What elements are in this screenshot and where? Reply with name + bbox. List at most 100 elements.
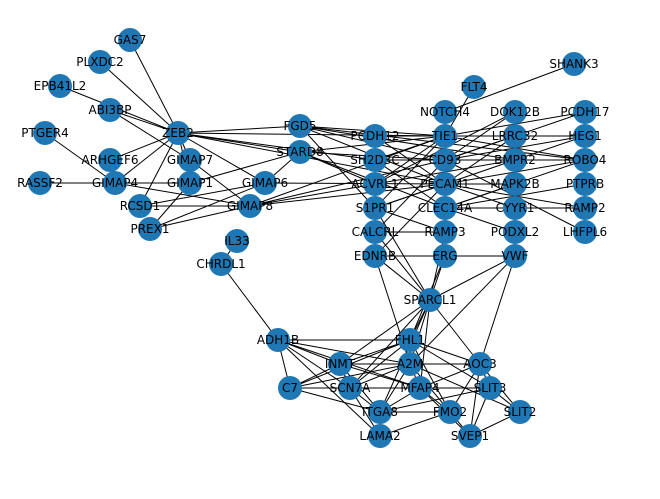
node-pcdh12[interactable] [363, 124, 387, 148]
node-gimap6[interactable] [253, 171, 277, 195]
edge-ptger4-gimap4 [44, 132, 116, 184]
node-lrrc32[interactable] [503, 124, 527, 148]
node-acvrl1[interactable] [363, 172, 387, 196]
node-epb41l2[interactable] [48, 74, 72, 98]
node-abi3bp[interactable] [98, 98, 122, 122]
node-label-ramp2: RAMP2 [564, 201, 605, 215]
node-rcsd1[interactable] [128, 194, 152, 218]
node-stard8[interactable] [288, 140, 312, 164]
node-tie1[interactable] [433, 124, 457, 148]
edge-sparcl1-mfap4 [419, 299, 431, 389]
edge-gimap8-acvrl1 [249, 183, 376, 207]
node-mfap4[interactable] [408, 376, 432, 400]
edge-s1pr1-sparcl1 [374, 207, 431, 301]
edge-pecam1-s1pr1 [374, 183, 446, 209]
node-sh2d3c[interactable] [363, 148, 387, 172]
node-scn7a[interactable] [338, 376, 362, 400]
node-arhgef6[interactable] [98, 148, 122, 172]
node-c7[interactable] [278, 376, 302, 400]
node-gimap4[interactable] [103, 171, 127, 195]
node-chrdl1[interactable] [209, 252, 233, 276]
node-gas7[interactable] [118, 28, 142, 52]
node-label-cd93: CD93 [429, 153, 462, 167]
node-vwf[interactable] [503, 244, 527, 268]
edge-fhl1-inmt [339, 339, 411, 365]
node-dok12b[interactable] [503, 100, 527, 124]
node-ednrb[interactable] [363, 244, 387, 268]
edge-zeb2-arhgef6 [109, 132, 179, 161]
node-gimap8[interactable] [238, 194, 262, 218]
node-pcdh17[interactable] [573, 100, 597, 124]
node-label-epb41l2: EPB41L2 [34, 79, 87, 93]
edge-abi3bp-gimap7 [109, 109, 191, 161]
node-label-clec14a: CLEC14A [418, 201, 473, 215]
edge-sparcl1-inmt [339, 299, 431, 365]
node-robo4[interactable] [573, 148, 597, 172]
node-itga8[interactable] [368, 400, 392, 424]
node-shank3[interactable] [562, 52, 586, 76]
node-calcrl[interactable] [363, 220, 387, 244]
edge-calcrl-sparcl1 [374, 231, 431, 301]
node-label-robo4: ROBO4 [564, 153, 607, 167]
edge-vwf-sparcl1 [429, 255, 516, 301]
node-label-slit3: SLIT3 [474, 381, 507, 395]
node-s1pr1[interactable] [363, 196, 387, 220]
node-rassf2[interactable] [28, 171, 52, 195]
edge-fmo2-lama2 [379, 411, 451, 437]
node-label-ramp3: RAMP3 [424, 225, 465, 239]
edge-gimap4-gimap8 [114, 182, 251, 207]
node-erg[interactable] [433, 244, 457, 268]
node-aoc3[interactable] [468, 352, 492, 376]
node-lama2[interactable] [368, 424, 392, 448]
node-plxdc2[interactable] [88, 50, 112, 74]
node-cyyr1[interactable] [503, 196, 527, 220]
node-adh1b[interactable] [266, 328, 290, 352]
node-label-heg1: HEG1 [568, 129, 602, 143]
node-svep1[interactable] [458, 424, 482, 448]
node-fmo2[interactable] [438, 400, 462, 424]
node-slit2[interactable] [508, 400, 532, 424]
node-label-aoc3: AOC3 [463, 357, 496, 371]
node-pecam1[interactable] [433, 172, 457, 196]
node-prex1[interactable] [138, 217, 162, 241]
node-fgd5[interactable] [288, 114, 312, 138]
node-cd93[interactable] [433, 148, 457, 172]
edge-adh1b-scn7a [277, 339, 351, 389]
node-heg1[interactable] [573, 124, 597, 148]
node-gimap7[interactable] [178, 148, 202, 172]
node-bmpr2[interactable] [503, 148, 527, 172]
edge-prex1-gimap8 [149, 205, 251, 230]
node-ramp2[interactable] [573, 196, 597, 220]
node-slit3[interactable] [478, 376, 502, 400]
node-il33[interactable] [225, 229, 249, 253]
node-zeb2[interactable] [166, 121, 190, 145]
node-notch4[interactable] [433, 100, 457, 124]
edge-sh2d3c-clec14a [374, 159, 446, 209]
node-fhl1[interactable] [398, 328, 422, 352]
node-mapk2b[interactable] [503, 172, 527, 196]
node-label-inmt: INMT [325, 357, 356, 371]
node-flt4[interactable] [462, 75, 486, 99]
node-lhfpl6[interactable] [573, 220, 597, 244]
node-inmt[interactable] [328, 352, 352, 376]
node-label-dok12b: DOK12B [490, 105, 540, 119]
node-ptger4[interactable] [33, 121, 57, 145]
node-label-il33: IL33 [224, 234, 250, 248]
node-ramp3[interactable] [433, 220, 457, 244]
node-label-a2m: A2M [397, 357, 423, 371]
edge-zeb2-gimap6 [177, 132, 266, 184]
node-label-gimap8: GIMAP8 [227, 199, 273, 213]
node-a2m[interactable] [398, 352, 422, 376]
node-label-mfap4: MFAP4 [400, 381, 439, 395]
edge-c7-itga8 [289, 387, 381, 413]
node-sparcl1[interactable] [418, 288, 442, 312]
node-podxl2[interactable] [503, 220, 527, 244]
node-label-vwf: VWF [502, 249, 529, 263]
node-label-stard8: STARD8 [276, 145, 323, 159]
node-label-erg: ERG [432, 249, 457, 263]
node-gimap1[interactable] [178, 171, 202, 195]
edge-fhl1-fmo2 [409, 339, 451, 413]
node-clec14a[interactable] [433, 196, 457, 220]
node-ptprb[interactable] [573, 172, 597, 196]
node-label-fgd5: FGD5 [283, 119, 316, 133]
